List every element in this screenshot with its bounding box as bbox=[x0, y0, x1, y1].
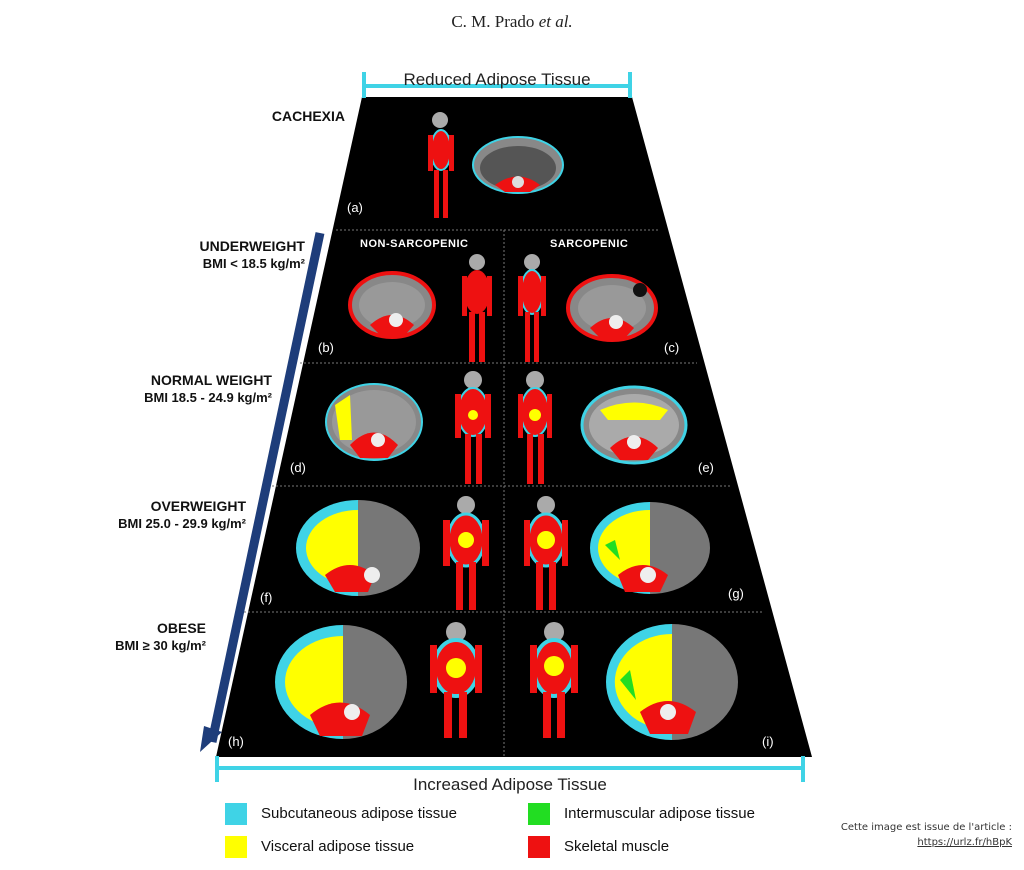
legend-swatch bbox=[528, 836, 550, 858]
panel-label-g: (g) bbox=[728, 586, 744, 601]
ct-scan-g bbox=[590, 502, 710, 594]
legend-label: Intermuscular adipose tissue bbox=[564, 805, 755, 822]
category-name: UNDERWEIGHT bbox=[199, 238, 305, 254]
header-author: C. M. Prado bbox=[451, 12, 535, 31]
body-figure-i bbox=[530, 622, 578, 738]
ct-scan-e bbox=[580, 385, 688, 465]
legend-label: Skeletal muscle bbox=[564, 838, 670, 855]
body-figure-a bbox=[428, 112, 454, 218]
panel-label-h: (h) bbox=[228, 734, 244, 749]
body-figure-d bbox=[455, 371, 491, 484]
category-normal-weight: NORMAL WEIGHT BMI 18.5 - 24.9 kg/m² bbox=[100, 372, 272, 406]
category-bmi: BMI < 18.5 kg/m² bbox=[202, 256, 305, 271]
ct-scan-f bbox=[296, 500, 420, 596]
category-obese: OBESE BMI ≥ 30 kg/m² bbox=[80, 620, 206, 654]
legend-swatch bbox=[528, 803, 550, 825]
panel-a bbox=[428, 112, 564, 218]
body-figure-e bbox=[518, 371, 552, 484]
panel-h bbox=[275, 622, 482, 739]
reduced-adipose-label: Reduced Adipose Tissue bbox=[403, 70, 591, 89]
panel-label-e: (e) bbox=[698, 460, 714, 475]
category-bmi: BMI 25.0 - 29.9 kg/m² bbox=[118, 516, 246, 531]
panel-g bbox=[524, 496, 710, 610]
panel-d bbox=[325, 371, 491, 484]
body-figure-h bbox=[430, 622, 482, 738]
legend-label: Visceral adipose tissue bbox=[261, 838, 415, 855]
category-name: OVERWEIGHT bbox=[150, 498, 246, 514]
panel-label-d: (d) bbox=[290, 460, 306, 475]
increased-adipose-label: Increased Adipose Tissue bbox=[413, 775, 607, 794]
credit-link[interactable]: https://urlz.fr/hBpK bbox=[917, 837, 1012, 848]
panel-f bbox=[296, 496, 489, 610]
body-figure-g bbox=[524, 496, 568, 610]
panel-label-i: (i) bbox=[762, 734, 774, 749]
ct-scan-i bbox=[606, 624, 738, 740]
category-overweight: OVERWEIGHT BMI 25.0 - 29.9 kg/m² bbox=[80, 498, 246, 532]
category-name: CACHEXIA bbox=[271, 108, 345, 124]
body-figure-b bbox=[462, 254, 492, 362]
running-header: C. M. Prado et al. bbox=[0, 12, 1024, 32]
image-credit: Cette image est issue de l'article : htt… bbox=[841, 820, 1012, 850]
category-underweight: UNDERWEIGHT BMI < 18.5 kg/m² bbox=[150, 238, 305, 272]
body-figure-c bbox=[518, 254, 546, 362]
column-label-sarcopenic: SARCOPENIC bbox=[550, 238, 629, 250]
ct-scan-d bbox=[325, 383, 423, 461]
credit-text: Cette image est issue de l'article : bbox=[840, 822, 1012, 833]
panel-b bbox=[348, 254, 492, 362]
category-bmi: BMI ≥ 30 kg/m² bbox=[115, 638, 206, 653]
legend-swatch bbox=[225, 836, 247, 858]
panel-e bbox=[518, 371, 688, 484]
panel-label-f: (f) bbox=[260, 590, 273, 605]
increasing-adiposity-arrow bbox=[200, 232, 325, 752]
legend-swatch bbox=[225, 803, 247, 825]
top-bracket bbox=[362, 72, 632, 98]
panel-label-c: (c) bbox=[664, 340, 680, 355]
panel-c bbox=[518, 254, 658, 362]
ct-scan-c bbox=[566, 274, 658, 342]
category-name: NORMAL WEIGHT bbox=[150, 372, 272, 388]
column-label-non-sarcopenic: NON-SARCOPENIC bbox=[360, 238, 469, 250]
category-cachexia: CACHEXIA bbox=[200, 108, 345, 125]
panel-i bbox=[530, 622, 738, 740]
ct-scan-h bbox=[275, 625, 407, 739]
ct-scan-b bbox=[348, 271, 436, 339]
ct-scan-a bbox=[472, 136, 564, 194]
panel-label-a: (a) bbox=[347, 200, 363, 215]
panel-label-b: (b) bbox=[318, 340, 334, 355]
category-name: OBESE bbox=[156, 620, 206, 636]
legend-label: Subcutaneous adipose tissue bbox=[261, 805, 457, 822]
bottom-bracket bbox=[215, 756, 805, 782]
category-bmi: BMI 18.5 - 24.9 kg/m² bbox=[144, 390, 272, 405]
body-figure-f bbox=[443, 496, 489, 610]
header-etal: et al. bbox=[538, 12, 573, 31]
